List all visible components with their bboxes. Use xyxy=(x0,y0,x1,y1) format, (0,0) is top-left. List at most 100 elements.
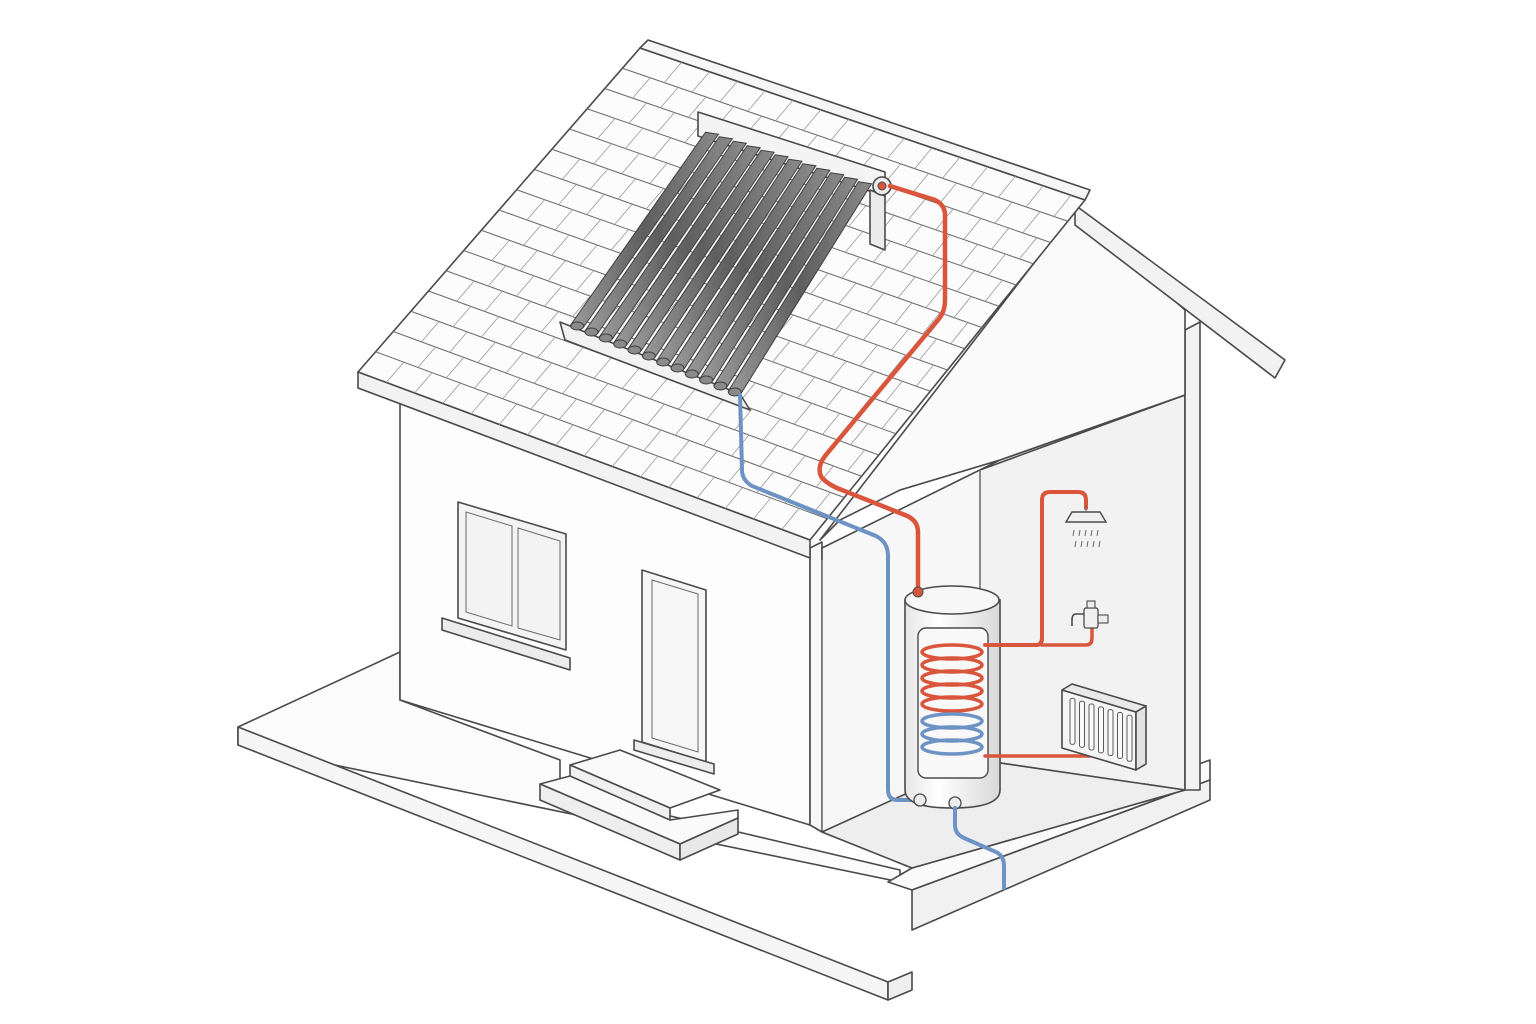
roof-tile-joint xyxy=(555,424,574,446)
radiator-fin xyxy=(1069,697,1076,745)
roof-tile-joint xyxy=(474,367,493,389)
roof-tile-joint xyxy=(505,352,524,374)
shower-drop xyxy=(1084,529,1087,537)
roof-tile-joint xyxy=(847,449,865,472)
collector-tube-end xyxy=(570,321,585,331)
shower-drop xyxy=(1080,540,1083,548)
roof-tile-joint xyxy=(841,256,860,279)
roof-tile-joint xyxy=(526,199,545,221)
collector-tube-end xyxy=(613,339,628,349)
roof-tile-joint xyxy=(900,250,919,273)
roof-tile-joint xyxy=(734,408,753,431)
roof-tile-joint xyxy=(915,364,934,387)
coil-turn-cold xyxy=(920,738,984,756)
roof-tile-joint xyxy=(663,61,683,83)
roof-tile-joint xyxy=(696,476,715,499)
roof-tile-joint xyxy=(835,308,853,331)
roof-tile-joint xyxy=(615,419,634,441)
roof-tile-joint xyxy=(519,250,538,272)
roof-tile-joint xyxy=(582,219,601,241)
roof-tile-joint xyxy=(822,413,841,435)
roof-tile-joint xyxy=(678,388,697,410)
roof-tile-joint xyxy=(800,350,819,373)
roof-tile-joint xyxy=(632,77,651,99)
roof-tile-joint xyxy=(649,377,669,400)
roof-tile-joint xyxy=(537,336,556,358)
radiator-fin xyxy=(1098,706,1104,754)
roof-tile-joint xyxy=(759,445,778,467)
radiator-fin xyxy=(1117,711,1123,759)
roof-tile-joint xyxy=(688,96,707,118)
roof-tile-joint xyxy=(1019,237,1038,260)
roof-tile-joint xyxy=(611,445,630,467)
roof-tile-joint xyxy=(994,201,1013,224)
roof-tile-joint xyxy=(385,361,405,383)
roof-tile-joint xyxy=(610,229,629,251)
roof-tile-joint xyxy=(781,508,800,530)
roof-tile-joint xyxy=(1022,211,1041,234)
roof-tile-joint xyxy=(787,455,806,478)
gable-section xyxy=(819,204,1286,541)
roof-tile-joint xyxy=(484,290,503,312)
roof-tile-joint xyxy=(922,312,941,335)
roof-tile-joint xyxy=(645,188,664,210)
roof-tile-joint xyxy=(523,224,542,246)
roof-tile-joint xyxy=(540,311,559,333)
roof-tile-joint xyxy=(904,224,923,247)
roof-tile-joint xyxy=(966,192,985,214)
collector-tube-end xyxy=(699,375,714,385)
roof-tile-joint xyxy=(640,455,659,478)
roof-tile-joint xyxy=(831,334,850,357)
roof-tile-joint xyxy=(790,429,809,451)
shower-drop xyxy=(1090,529,1093,537)
roof-tile-joint xyxy=(769,366,788,389)
faucet-supply-pipe xyxy=(1040,626,1094,647)
roof-tile-joint xyxy=(1053,194,1072,217)
roof-tile-joint xyxy=(872,240,891,263)
roof-tile-joint xyxy=(449,331,468,353)
roof-tile-joint xyxy=(914,147,933,169)
roof-tile-joint xyxy=(586,193,605,215)
roof-tile-joint xyxy=(859,344,878,367)
roof-tile-joint xyxy=(772,340,791,363)
roof-tile-joint xyxy=(583,434,602,457)
roof-tile-joint xyxy=(825,386,844,409)
roof-tile-joint xyxy=(614,203,633,225)
roof-tile-joint xyxy=(907,198,926,221)
cold-inlet-pipe xyxy=(953,806,1006,890)
roof-tile-joint xyxy=(551,234,570,256)
front-door xyxy=(633,569,715,775)
roof-tile-joint xyxy=(509,326,528,348)
roof-tile-joint xyxy=(533,362,553,384)
roof-tile-joint xyxy=(554,209,573,231)
roof-tile-joint xyxy=(810,272,829,295)
roof-tile-joint xyxy=(919,338,937,361)
roof-tile-joint xyxy=(445,357,465,379)
roof-tile-joint xyxy=(942,156,961,179)
roof-tile-joint xyxy=(747,90,766,112)
roof-tile-joint xyxy=(925,286,944,309)
roof-tile-joint xyxy=(572,295,591,317)
roof-tile-joint xyxy=(643,429,662,452)
roof-tile-joint xyxy=(938,182,957,205)
roof-tile-joint xyxy=(417,346,436,368)
entrance-steps xyxy=(539,749,739,861)
roof-tile-joint xyxy=(671,440,690,462)
roof-tile-joint xyxy=(897,276,916,299)
shower-drop xyxy=(1074,540,1077,548)
roof-tile-joint xyxy=(652,137,672,159)
roof-tile-joint xyxy=(456,280,475,302)
roof-tile-joint xyxy=(597,118,616,140)
roof-tile-joint xyxy=(866,292,885,315)
roof-tile-joint xyxy=(719,80,738,102)
radiator-fin xyxy=(1079,700,1085,748)
shower-drop xyxy=(1098,540,1101,548)
roof-tile-joint xyxy=(561,158,581,180)
roof-tile-joint xyxy=(480,316,500,338)
roof-tile-joint xyxy=(856,370,875,393)
shower-head-icon xyxy=(1064,505,1108,548)
roof-tile-joint xyxy=(953,296,972,318)
roof-tile-joint xyxy=(593,357,612,379)
heat-exchanger-coil-icon xyxy=(920,643,984,756)
